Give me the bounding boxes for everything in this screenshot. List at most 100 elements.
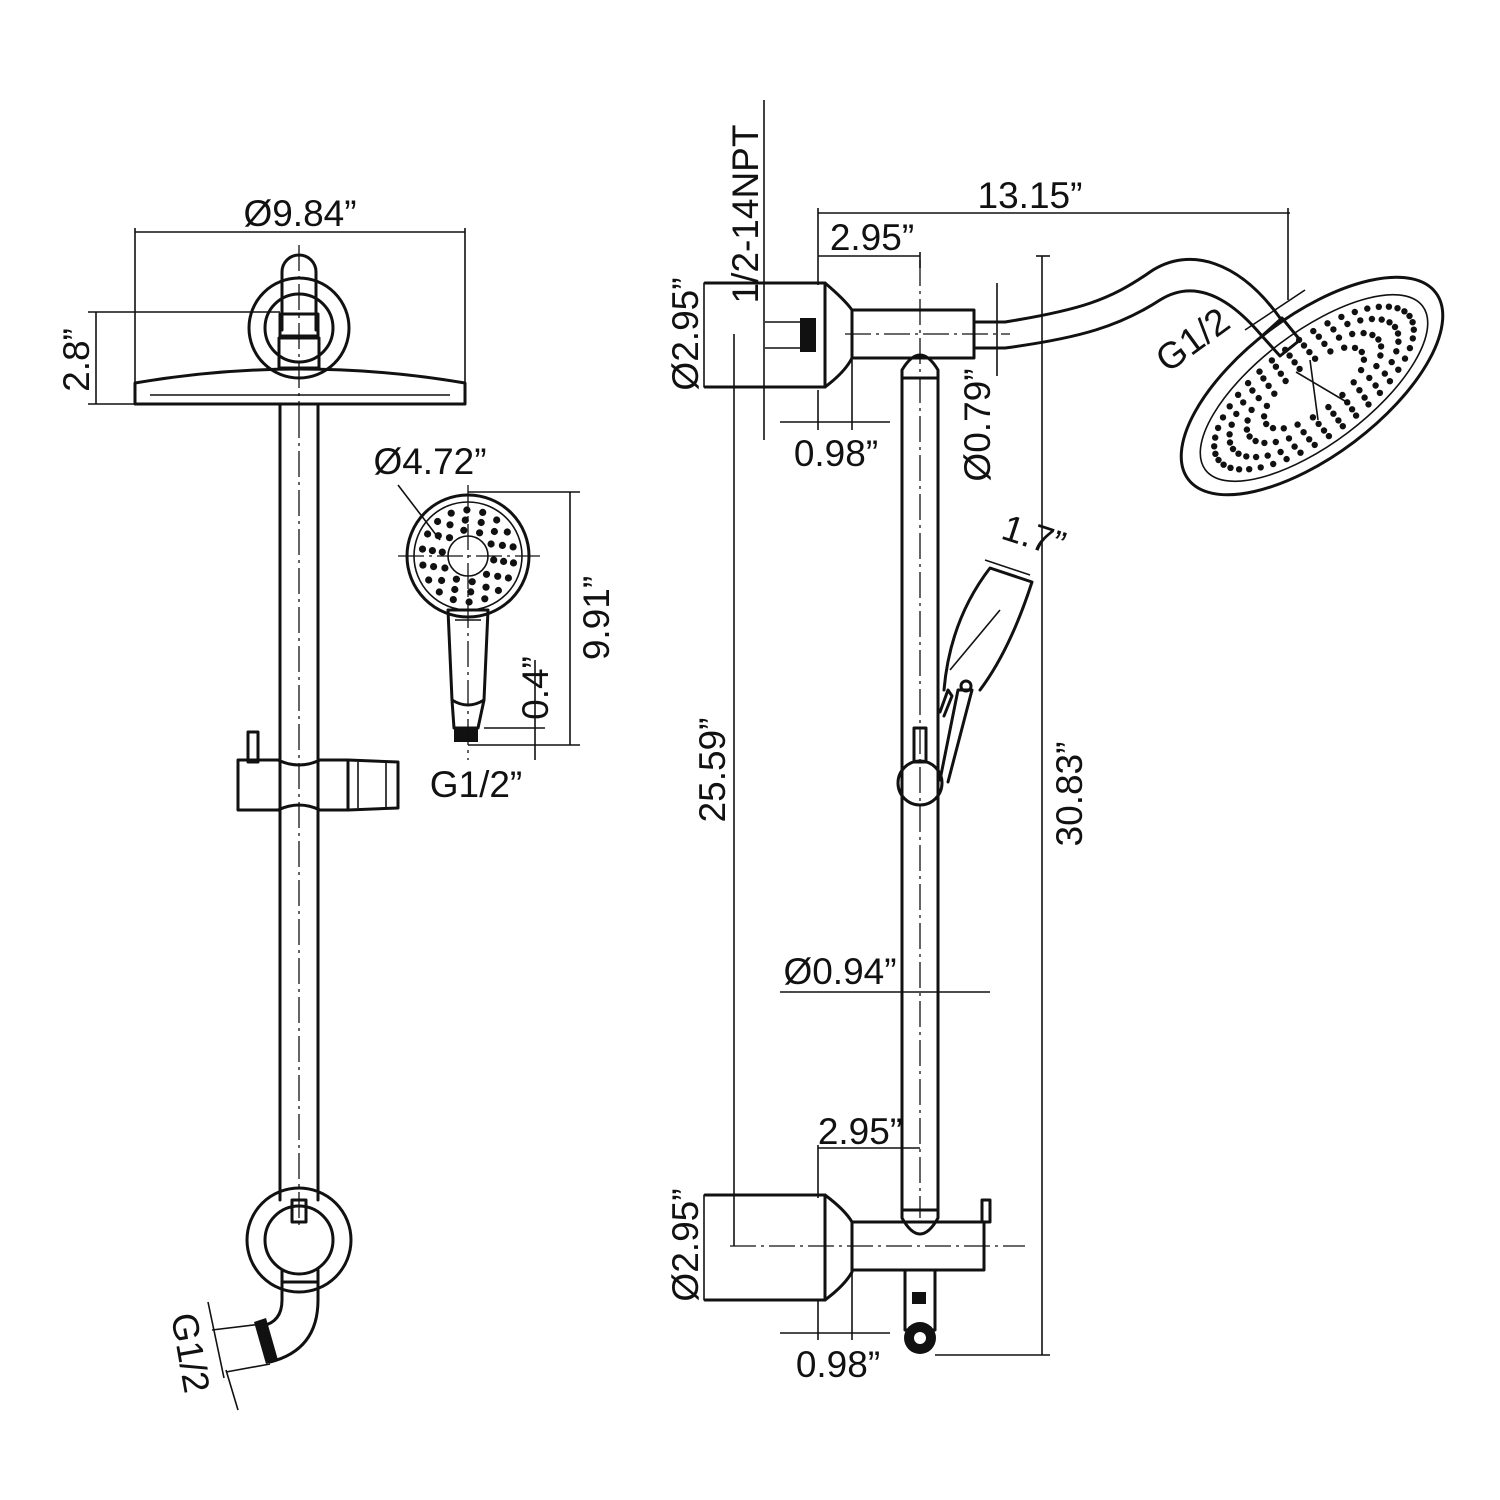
rain-head-nozzle-dot: [1244, 417, 1251, 424]
rain-head-nozzle-dot: [1270, 460, 1277, 468]
rain-head-nozzle-dot: [1257, 464, 1264, 471]
handheld-nozzle-dot: [461, 516, 469, 524]
handheld-nozzle-dot: [494, 586, 502, 595]
bottom-flange-label: Ø2.95”: [665, 1188, 706, 1301]
rain-head-nozzle-dot: [1282, 377, 1289, 385]
rain-head-nozzle-dot: [1395, 366, 1402, 373]
rain-head-nozzle-dot: [1377, 343, 1385, 350]
handheld-nozzle-dot: [418, 545, 427, 553]
lower-flange-front: [245, 1186, 353, 1364]
head-height-label: 2.8”: [56, 328, 97, 392]
total-height-label: 30.83”: [1049, 742, 1090, 847]
rain-head-nozzle-dot: [1338, 313, 1345, 321]
handheld-nozzle-label: 0.4”: [515, 656, 556, 720]
rain-head-nozzle-dot: [1335, 417, 1342, 424]
rain-head-nozzle-dot: [1291, 359, 1298, 366]
rain-head-nozzle-dot: [1235, 466, 1243, 473]
rain-head-nozzle-dot: [1255, 394, 1262, 402]
inlet-thread-front-label: G1/2: [163, 1310, 217, 1396]
rain-head-nozzle-dot: [1227, 464, 1234, 471]
rain-head-nozzle-dot: [1406, 344, 1414, 352]
rain-head-nozzle-dot: [1377, 352, 1384, 359]
rain-head-nozzle-dot: [1327, 348, 1334, 355]
rain-head-nozzle-dot: [1385, 303, 1393, 310]
handheld-nozzle-dot: [451, 585, 459, 594]
bar-diameter-label: Ø0.94”: [783, 951, 896, 992]
rain-head-nozzle-dot: [1226, 439, 1234, 446]
rain-head-nozzle-dot: [1351, 308, 1359, 316]
slide-bar-front: [278, 402, 320, 1225]
rain-head-nozzle-dot: [1211, 443, 1218, 450]
rain-head-nozzle-dot: [1233, 410, 1240, 418]
handheld-nozzle-dot: [452, 575, 460, 583]
rain-head-nozzle-dot: [1395, 338, 1402, 345]
rain-head-nozzle-dot: [1339, 423, 1347, 430]
arm-diameter-label: Ø0.79”: [957, 368, 998, 481]
rain-head-nozzle-dot: [1271, 390, 1278, 397]
arm-reach-label: 13.15”: [978, 175, 1083, 216]
handheld-nozzle-dot: [498, 541, 506, 550]
handheld-nozzle-dot: [477, 518, 485, 527]
rain-head-nozzle-dot: [1366, 374, 1373, 382]
rain-head-nozzle-dot: [1381, 370, 1389, 377]
rain-head-nozzle-dot: [1391, 323, 1399, 331]
rain-head-nozzle-dot: [1410, 326, 1418, 333]
rain-head-nozzle-dot: [1356, 387, 1363, 394]
rain-head-nozzle-dot: [1285, 435, 1293, 442]
rain-head-nozzle-dot: [1282, 346, 1289, 353]
rain-head-nozzle-dot: [1294, 421, 1301, 428]
rain-head-nozzle-dot: [1252, 437, 1259, 445]
handheld-nozzle-dot: [482, 583, 490, 591]
rain-head-nozzle-dot: [1369, 331, 1376, 339]
rain-head-nozzle-dot: [1360, 356, 1368, 363]
rain-head-nozzle-dot: [1386, 319, 1393, 326]
side-dimensions: [703, 100, 1306, 1356]
rain-head-nozzle-dot: [1358, 348, 1366, 356]
handheld-nozzle-dot: [479, 508, 487, 516]
rain-head-nozzle-dot: [1393, 348, 1400, 355]
handheld-nozzle-dot: [465, 598, 473, 606]
handheld-nozzle-dot: [490, 527, 498, 536]
rain-head-nozzle-dot: [1352, 412, 1360, 419]
side-view: 13.15” 2.95” 1/2-14NPT Ø2.95” 0.98” Ø0.7…: [665, 100, 1445, 1385]
handheld-nozzle-dot: [438, 548, 446, 556]
rain-head-nozzle-dot: [1360, 329, 1367, 337]
rain-head-nozzle-dot: [1306, 436, 1313, 443]
handheld-nozzle-dot: [424, 530, 432, 538]
rain-head-nozzle-dot: [1240, 399, 1247, 406]
handheld-nozzle-dot: [463, 506, 471, 514]
handheld-nozzle-dot: [435, 588, 443, 596]
inlet-thread-side-label: 1/2-14NPT: [725, 125, 766, 304]
arm-connector-side: [845, 308, 1010, 380]
rain-head-nozzle-dot: [1246, 433, 1253, 440]
rain-head-nozzle-dot: [1330, 410, 1337, 417]
rain-head-nozzle-dot: [1324, 320, 1331, 327]
rain-head-nozzle-dot: [1361, 394, 1368, 401]
handheld-nozzle-dot: [493, 516, 501, 524]
rain-head-nozzle-dot: [1261, 439, 1268, 447]
rain-head-nozzle-dot: [1291, 443, 1298, 450]
rain-head-nozzle-dot: [1212, 434, 1219, 441]
rain-head-nozzle-dot: [1260, 375, 1267, 382]
rain-head-nozzle-dot: [1330, 326, 1337, 333]
rain-head-nozzle-dot: [1325, 432, 1333, 440]
handheld-nozzle-dot: [482, 570, 491, 578]
rain-head-nozzle-dot: [1321, 340, 1328, 347]
rain-head-nozzle-dot: [1335, 334, 1343, 341]
rain-head-nozzle-dot: [1373, 362, 1380, 370]
center-distance-label: 25.59”: [692, 718, 733, 823]
rain-head-nozzle-dot: [1350, 379, 1357, 386]
rain-head-nozzle-dot: [1320, 427, 1328, 434]
rain-head-nozzle-dot: [1297, 449, 1304, 456]
rain-head-nozzle-dot: [1263, 420, 1270, 428]
rain-head-nozzle-dot: [1286, 352, 1293, 359]
handheld-nozzle-dot: [441, 564, 449, 572]
rain-head-nozzle-dot: [1300, 429, 1307, 436]
rain-head-nozzle-dot: [1280, 425, 1288, 432]
handheld-nozzle-dot: [428, 547, 436, 555]
rain-head-nozzle-dot: [1235, 450, 1242, 457]
shower-arm-flange-front: [247, 245, 351, 412]
rain-head-nozzle-dot: [1344, 399, 1351, 406]
handheld-nozzle-dot: [430, 563, 438, 571]
